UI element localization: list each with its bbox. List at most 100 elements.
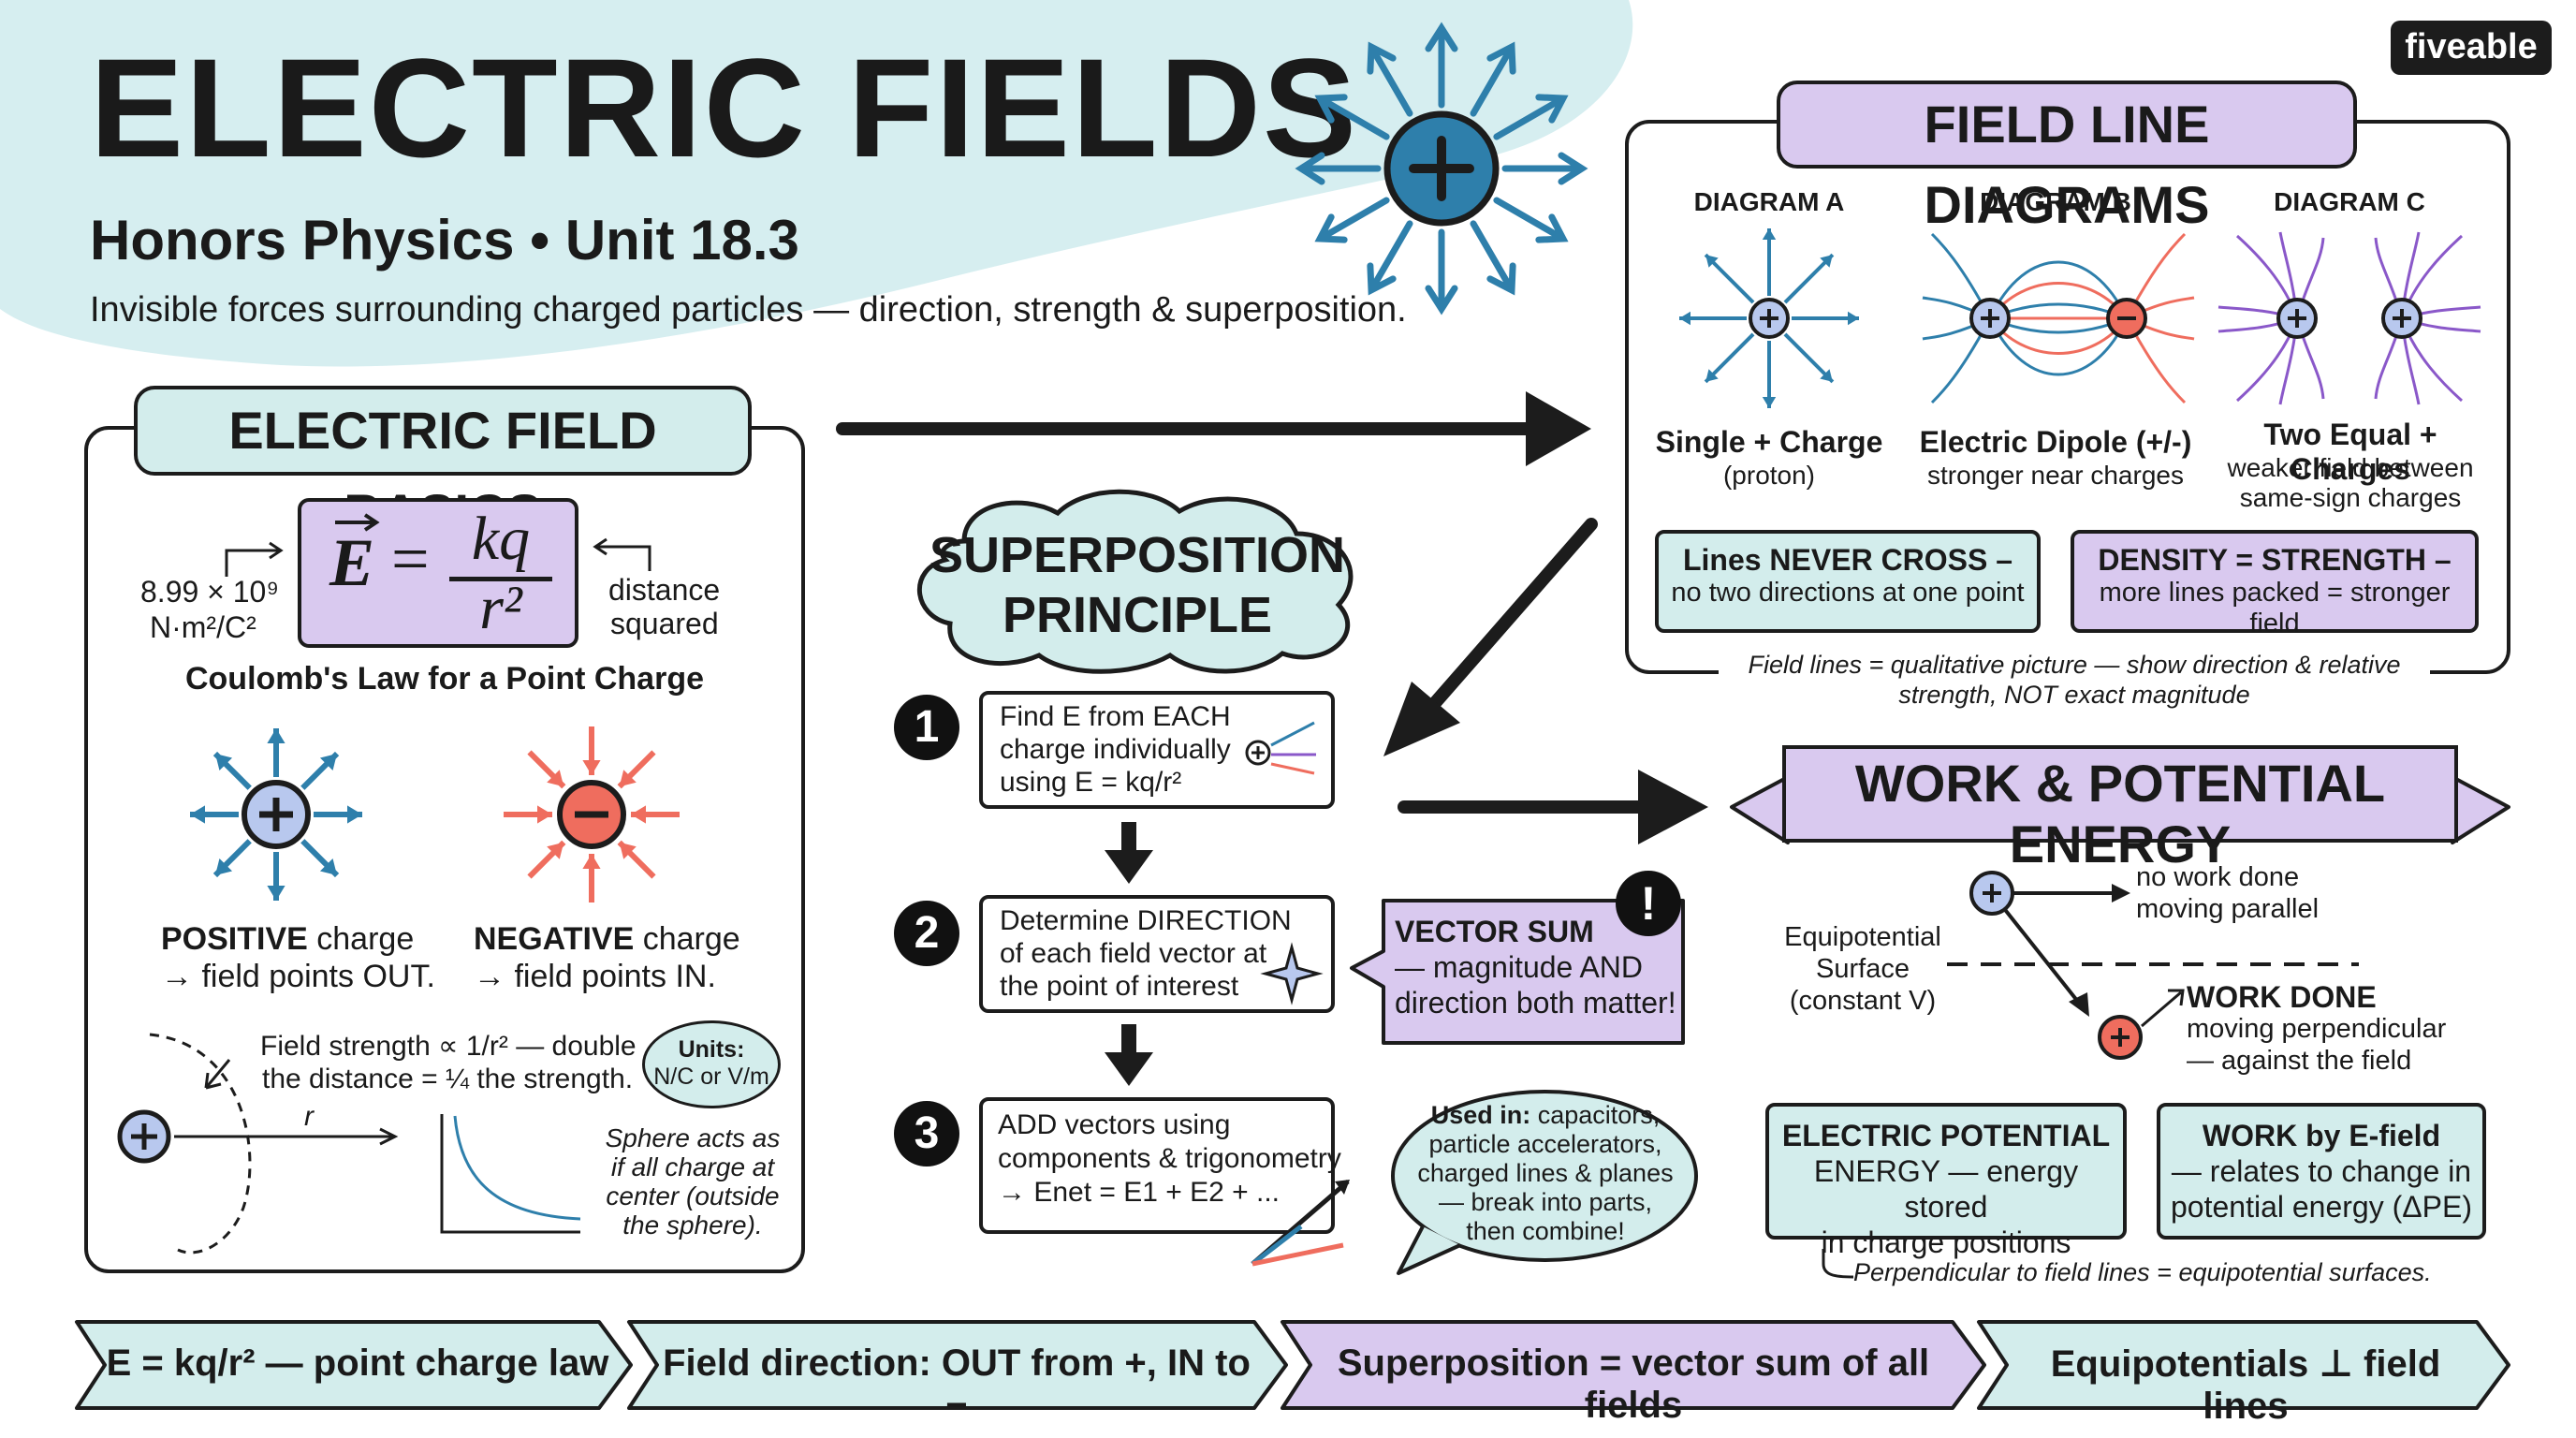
header-field-ray [1501, 152, 1588, 185]
step-1-box [979, 691, 1335, 809]
r-note-2: squared [610, 607, 719, 640]
field-ray-arrowhead [547, 842, 564, 859]
diagram-c-two-positive [2217, 231, 2481, 405]
vectors-mini-icon [1245, 721, 1316, 775]
k-units: N·m²/C² [150, 610, 256, 644]
field-ray-arrowhead [214, 753, 233, 771]
vector-arrow-icon [335, 513, 380, 532]
strength-note-1: Field strength ∝ 1/r² — double [260, 1031, 637, 1062]
k-value: 8.99 × 10⁹ [140, 575, 280, 609]
compass-icon [1260, 942, 1324, 1005]
footer-item-3: Superposition = vector sum of all fields [1337, 1343, 1930, 1426]
field-ray-arrowhead [547, 770, 564, 787]
field-ray-arrowhead [631, 805, 646, 824]
negative-charge-in-icon [504, 726, 680, 902]
diagram-b-label: DIAGRAM B [1980, 187, 2131, 216]
field-ray-arrowhead [582, 760, 601, 775]
page-title: ELECTRIC FIELDS [90, 29, 1359, 186]
step-2-box [979, 895, 1335, 1013]
diagram-a-desc: (proton) [1722, 461, 1816, 490]
page-tagline: Invisible forces surrounding charged par… [90, 290, 1407, 330]
perp-note: Perpendicular to field lines = equipoten… [1853, 1258, 2432, 1286]
header-field-ray [1425, 228, 1458, 315]
alert-icon: ! [1616, 871, 1681, 936]
equipotential-diagram [1947, 871, 2359, 1060]
vector-sum-callout [1350, 899, 1685, 1045]
never-cross-title: Lines NEVER CROSS – [1682, 543, 2013, 577]
positive-label-1: POSITIVE charge [161, 921, 415, 957]
header-field-ray [1493, 197, 1569, 243]
header-field-ray [1367, 41, 1413, 117]
field-ray-arrowhead [319, 753, 338, 771]
diagram-a-single-charge [1679, 228, 1859, 408]
field-ray-arrowhead [619, 842, 637, 859]
r-pointer-arrow [593, 537, 651, 571]
r-note-1: distance [608, 573, 721, 607]
formula-denominator: r² [479, 574, 522, 642]
negative-label-2: → field points IN. [474, 959, 716, 994]
diagram-b-desc: stronger near charges [1927, 461, 2184, 490]
epe-box: ELECTRIC POTENTIAL ENERGY — energy store… [1765, 1103, 2127, 1259]
diagram-c-title: Two Equal + Charges [2263, 418, 2437, 486]
step-3-badge: 3 [894, 1101, 959, 1167]
perp-note-hook [1822, 1249, 1854, 1279]
negative-label-1: NEGATIVE charge [474, 921, 740, 957]
basics-heading: ELECTRIC FIELD BASICS [134, 386, 752, 542]
superposition-heading-1: SUPERPOSITION [929, 527, 1346, 583]
field-ray-arrowhead [537, 805, 552, 824]
used-in-text: Used in: capacitors, particle accelerato… [1417, 1101, 1674, 1245]
units-value: N/C or V/m [653, 1064, 769, 1090]
density-box: DENSITY = STRENGTH – more lines packed =… [2071, 530, 2479, 638]
superposition-heading-2: PRINCIPLE [1002, 587, 1273, 643]
footer-chevrons [75, 1320, 2510, 1410]
header-field-ray [1493, 94, 1569, 140]
step-1-badge: 1 [894, 695, 959, 760]
vector-sum-text: VECTOR SUM — magnitude AND direction bot… [1395, 915, 1676, 1020]
law-caption: Coulomb's Law for a Point Charge [184, 661, 704, 697]
formula-numerator: kq [471, 505, 531, 573]
step-3-box [979, 1097, 1335, 1234]
units-label: Units: [678, 1036, 745, 1063]
header-field-ray [1425, 22, 1458, 109]
header-field-ray [1367, 220, 1413, 296]
field-lines-note: Field lines = qualitative picture — show… [1719, 650, 2430, 710]
field-ray-arrowhead [1705, 369, 1719, 382]
never-cross-desc: no two directions at one point [1671, 578, 2025, 608]
never-cross-box: Lines NEVER CROSS – no two directions at… [1655, 530, 2041, 633]
diagram-a-title: Single + Charge [1655, 425, 1883, 459]
formula-equals: = [391, 521, 430, 596]
field-ray-arrowhead [1679, 311, 1690, 326]
units-bubble: Units: N/C or V/m [642, 1020, 781, 1108]
footer-item-2: Field direction: OUT from +, IN to − [663, 1343, 1251, 1426]
diagram-a-label: DIAGRAM A [1693, 187, 1845, 216]
field-ray-arrowhead [267, 728, 285, 743]
density-desc: more lines packed = stronger field [2099, 578, 2451, 638]
superposition-cloud [917, 489, 1354, 674]
field-lines-heading: FIELD LINE DIAGRAMS [1777, 81, 2357, 234]
k-pointer-arrow [225, 541, 284, 577]
field-ray-arrowhead [214, 858, 233, 876]
field-ray-arrowhead [1762, 397, 1777, 408]
field-ray-arrowhead [347, 805, 362, 824]
strength-note-2: the distance = ¼ the strength. [262, 1064, 634, 1094]
diagram-c-label: DIAGRAM C [2274, 187, 2425, 216]
footer-item-1: E = kq/r² — point charge law [106, 1343, 609, 1384]
density-title: DENSITY = STRENGTH – [2098, 543, 2452, 577]
field-ray-arrowhead [319, 858, 338, 876]
work-done-label: WORK DONE moving perpendicular— against … [2187, 980, 2447, 1076]
positive-charge-out-icon [190, 728, 362, 901]
header-field-ray [1314, 94, 1390, 140]
header-field-ray [1314, 197, 1390, 243]
field-ray-arrowhead [1820, 255, 1833, 268]
page-subtitle: Honors Physics • Unit 18.3 [90, 209, 799, 271]
brand-logo: fiveable [2391, 21, 2552, 75]
work-heading: WORK & POTENTIAL ENERGY [1854, 754, 2386, 873]
field-ray-arrowhead [1848, 311, 1859, 326]
